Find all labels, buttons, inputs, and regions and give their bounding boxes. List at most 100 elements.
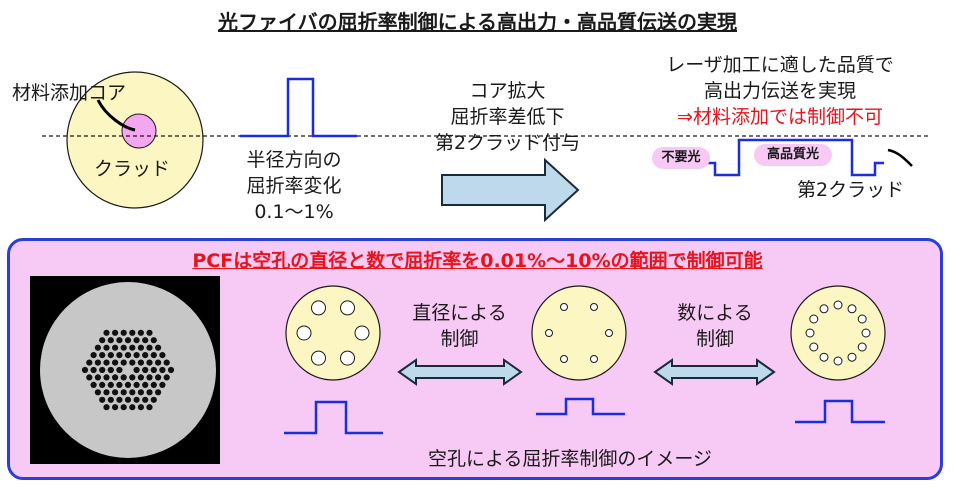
pcf-hole (90, 381, 97, 388)
pcf-hole (133, 366, 140, 374)
pcf-hole (112, 329, 119, 336)
air-hole (861, 328, 871, 338)
air-hole (809, 342, 819, 352)
pcf-hole (133, 396, 140, 403)
pcf-photo-fiber (40, 282, 216, 458)
diameter-control-text: 直径による 制御 (392, 300, 527, 352)
pcf-hole (120, 404, 127, 411)
air-hole (847, 352, 857, 362)
pcf-hole (137, 359, 144, 366)
pcf-hole (103, 344, 110, 351)
pcf-hole (150, 366, 157, 374)
process-arrow (441, 157, 580, 223)
clad-label: クラッド (94, 158, 171, 180)
fiber-core-circle (121, 113, 157, 149)
air-hole (590, 355, 598, 363)
pcf-hole (112, 389, 119, 396)
goal-line-1: レーザ加工に適した品質で (666, 54, 894, 76)
pcf-hole (137, 374, 144, 381)
air-hole (311, 350, 326, 366)
radial-index-text: 半径方向の 屈折率変化 0.1～1% (228, 147, 360, 225)
process-line-2: 屈折率差低下 (450, 106, 565, 128)
process-line-3: 第2クラッド付与 (434, 132, 581, 154)
pcf-hole (142, 396, 149, 403)
unwanted-light-badge: 不要光 (652, 147, 710, 169)
pcf-hole (107, 381, 114, 388)
count-control-text: 数による 制御 (655, 300, 775, 352)
pcf-hole (167, 366, 175, 374)
step-index-profile (240, 77, 357, 138)
pcf-hole (142, 337, 149, 344)
process-line-1: コア拡大 (469, 80, 546, 102)
pcf-hole (137, 404, 144, 411)
pcf-hole (94, 344, 101, 351)
air-hole (805, 328, 815, 338)
count-line-2: 制御 (695, 328, 734, 350)
pcf-hole (120, 389, 127, 396)
core-label: 材料添加コア (12, 82, 127, 104)
holes-large (296, 300, 370, 366)
pcf-hole (150, 381, 157, 388)
air-hole (545, 329, 553, 337)
slide-title: 光ファイバの屈折率制御による高出力・高品質伝送の実現 (218, 10, 737, 34)
pcf-hole (90, 366, 97, 374)
air-hole (605, 329, 613, 337)
high-quality-light-badge: 高品質光 (754, 144, 832, 166)
pcf-hole (159, 381, 166, 388)
pcf-hole (116, 396, 123, 403)
pcf-hole (103, 374, 110, 381)
pcf-hole (155, 344, 162, 351)
air-hole (560, 355, 568, 363)
pcf-hole (150, 396, 157, 403)
pcf-hole (150, 337, 157, 344)
pcf-hole (120, 329, 127, 336)
double-arrow-diameter (397, 358, 523, 386)
pcf-hole (112, 359, 119, 366)
air-hole (590, 303, 598, 311)
pcf-hole (99, 366, 106, 374)
goal-text: レーザ加工に適した品質で 高出力伝送を実現 ⇒材料添加では制御不可 (630, 52, 930, 130)
diameter-line-1: 直径による (412, 302, 507, 324)
pcf-hole (86, 359, 93, 366)
pcf-hole (99, 352, 106, 359)
pcf-hole (133, 352, 140, 359)
pcf-hole (146, 374, 153, 381)
air-hole (311, 300, 326, 316)
holes-small (545, 303, 613, 363)
air-hole (819, 352, 829, 362)
air-hole (819, 304, 829, 314)
pcf-hole (103, 404, 110, 411)
air-hole (833, 356, 843, 366)
process-text: コア拡大 屈折率差低下 第2クラッド付与 (420, 78, 595, 156)
profile-many (795, 399, 885, 424)
pcf-hole (86, 374, 93, 381)
fiber-large-holes (285, 285, 381, 381)
pcf-hole (133, 381, 140, 388)
limit-text: ⇒材料添加では制御不可 (677, 106, 883, 128)
air-hole (340, 350, 355, 366)
pcf-hole (107, 337, 114, 344)
air-hole (296, 325, 312, 341)
double-arrow-count (653, 358, 776, 386)
diameter-line-2: 制御 (440, 328, 479, 350)
holes-many (805, 300, 871, 366)
pcf-hole (99, 396, 106, 403)
air-hole (833, 300, 843, 310)
goal-line-2: 高出力伝送を実現 (703, 80, 856, 102)
pcf-hole (112, 344, 119, 351)
pcf-hole (107, 352, 114, 359)
air-hole (857, 314, 867, 324)
pcf-hole (103, 329, 110, 336)
pcf-hole (155, 374, 162, 381)
pcf-hole (116, 366, 123, 374)
pcf-hole (146, 389, 153, 396)
profile-large (284, 400, 383, 435)
pcf-hole (163, 374, 170, 381)
profile-small (536, 397, 625, 416)
pcf-hole (137, 329, 144, 336)
pcf-photo-holes (81, 329, 175, 411)
air-hole (809, 314, 819, 324)
pcf-hole (120, 374, 127, 381)
